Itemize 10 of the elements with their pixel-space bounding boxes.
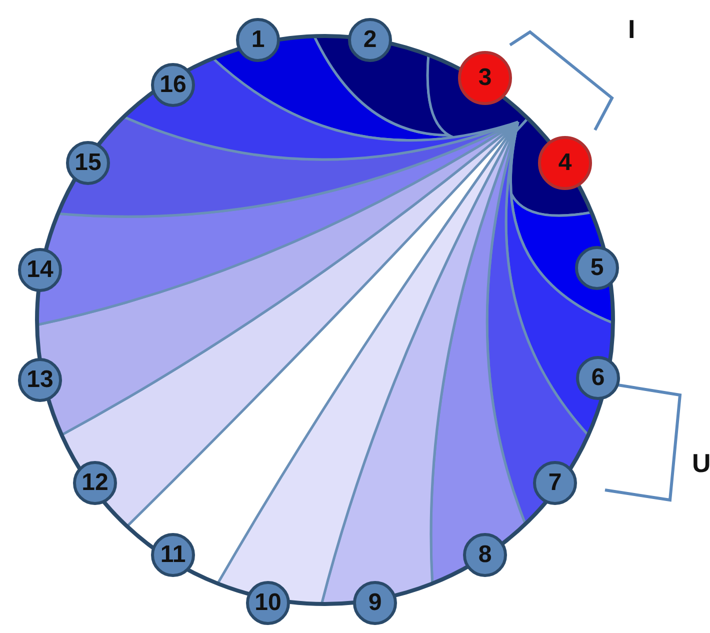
bracket-label: U bbox=[692, 448, 710, 479]
electrode-marker: 10 bbox=[246, 581, 290, 625]
electrode-marker: 14 bbox=[18, 248, 62, 292]
electrode-marker: 9 bbox=[353, 581, 397, 625]
electrode-marker: 4 bbox=[538, 136, 592, 190]
bracket-label: I bbox=[628, 14, 636, 45]
electrode-marker: 3 bbox=[458, 51, 512, 105]
electrode-marker: 13 bbox=[18, 358, 62, 402]
electrode-marker: 1 bbox=[236, 18, 280, 62]
electrode-marker: 2 bbox=[348, 18, 392, 62]
